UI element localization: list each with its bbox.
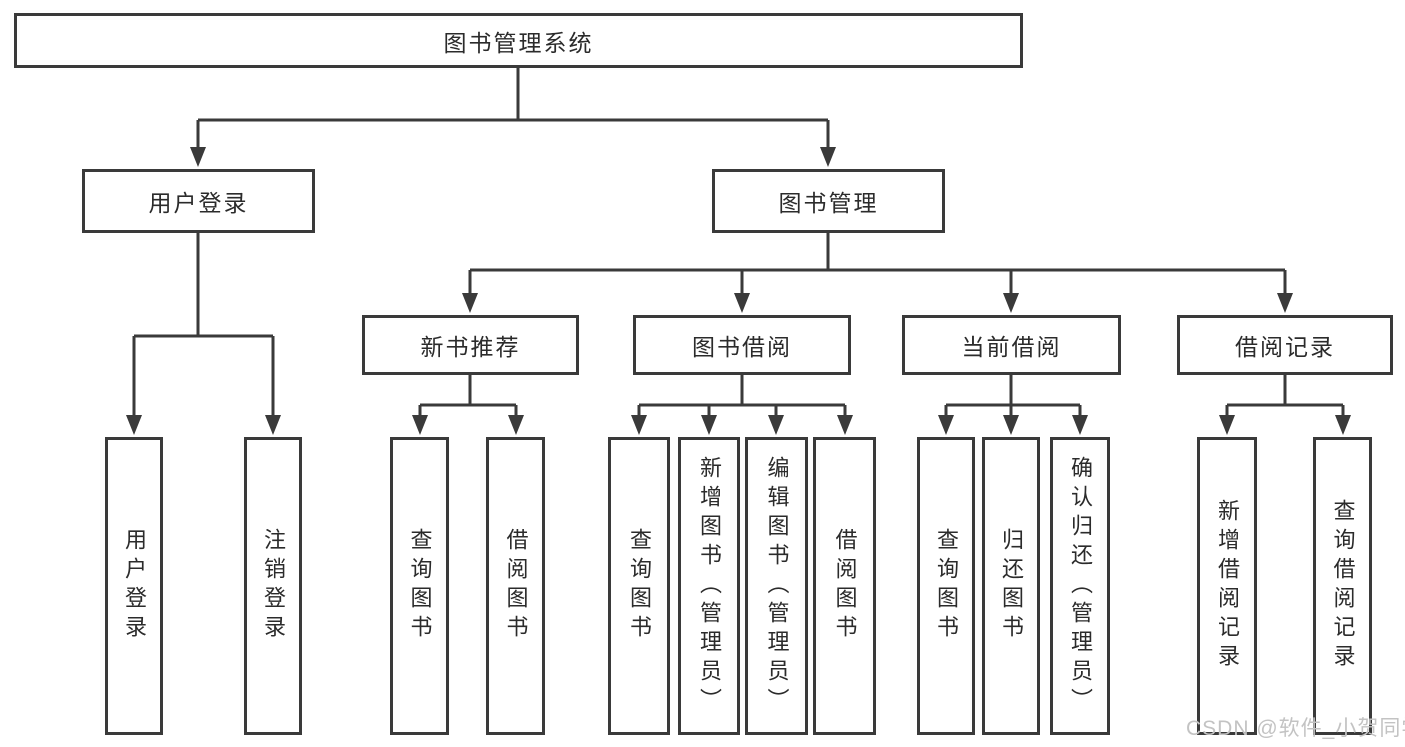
leaf-borrow-query-book: 查询图书 (608, 437, 670, 735)
node-label: 查询借阅记录 (1330, 499, 1356, 673)
node-label: 查询图书 (627, 528, 652, 644)
leaf-borrow-borrow-book: 借阅图书 (813, 437, 876, 735)
leaf-record-add: 新增借阅记录 (1197, 437, 1257, 735)
node-label: 图书管理系统 (443, 29, 594, 56)
arrowhead-icon (1277, 293, 1293, 313)
leaf-current-confirm-return-admin: 确认归还（管理员） (1050, 437, 1110, 735)
csdn-watermark: CSDN @软件_小贺同学 (1186, 717, 1405, 740)
leaf-record-query: 查询借阅记录 (1313, 437, 1372, 735)
arrowhead-icon (701, 415, 717, 435)
leaf-borrow-edit-book-admin: 编辑图书（管理员） (745, 437, 808, 735)
connector-new-books-to-leaves (412, 375, 524, 435)
node-label: 图书借阅 (692, 334, 792, 360)
node-label: 当前借阅 (961, 334, 1062, 360)
arrowhead-icon (462, 293, 478, 313)
node-label: 确认归还（管理员） (1068, 455, 1093, 717)
node-book-management: 图书管理 (712, 169, 945, 233)
connector-root-to-level2 (190, 68, 836, 167)
arrowhead-icon (126, 415, 142, 435)
arrowhead-icon (1335, 415, 1351, 435)
leaf-logout: 注销登录 (244, 437, 302, 735)
arrowhead-icon (768, 415, 784, 435)
node-label: 归还图书 (999, 528, 1024, 644)
arrowhead-icon (631, 415, 647, 435)
leaf-newbook-borrow: 借阅图书 (486, 437, 545, 735)
node-label: 注销登录 (261, 528, 286, 644)
connector-borrow-records-to-leaves (1219, 375, 1351, 435)
leaf-borrow-add-book-admin: 新增图书（管理员） (678, 437, 740, 735)
connector-user-login-to-leaves (126, 233, 281, 435)
leaf-newbook-query: 查询图书 (390, 437, 449, 735)
arrowhead-icon (734, 293, 750, 313)
arrowhead-icon (1072, 415, 1088, 435)
node-label: 用户登录 (122, 528, 147, 644)
node-borrow-record: 借阅记录 (1177, 315, 1393, 375)
arrowhead-icon (190, 147, 206, 167)
arrowhead-icon (938, 415, 954, 435)
node-label: 查询图书 (407, 528, 433, 644)
node-new-book-recommend: 新书推荐 (362, 315, 579, 375)
node-label: 新增借阅记录 (1215, 499, 1240, 673)
node-label: 借阅记录 (1235, 334, 1335, 360)
arrowhead-icon (412, 415, 428, 435)
connector-book-management-to-level3 (462, 233, 1293, 313)
node-label: 新增图书（管理员） (697, 455, 722, 717)
node-book-borrow: 图书借阅 (633, 315, 851, 375)
leaf-current-return-book: 归还图书 (982, 437, 1040, 735)
arrowhead-icon (1003, 293, 1019, 313)
node-label: 新书推荐 (420, 334, 521, 360)
node-label: 借阅图书 (503, 528, 529, 644)
node-label: 图书管理 (778, 190, 879, 216)
arrowhead-icon (265, 415, 281, 435)
node-label: 查询图书 (934, 528, 959, 644)
node-label: 编辑图书（管理员） (764, 455, 790, 717)
arrowhead-icon (1219, 415, 1235, 435)
node-label: 借阅图书 (832, 528, 858, 644)
arrowhead-icon (820, 147, 836, 167)
node-label: 用户登录 (148, 190, 249, 216)
arrowhead-icon (837, 415, 853, 435)
arrowhead-icon (1003, 415, 1019, 435)
arrowhead-icon (508, 415, 524, 435)
node-user-login: 用户登录 (82, 169, 315, 233)
connector-book-borrow-to-leaves (631, 375, 853, 435)
leaf-current-query-book: 查询图书 (917, 437, 975, 735)
node-current-borrow: 当前借阅 (902, 315, 1121, 375)
connector-current-borrow-to-leaves (938, 375, 1088, 435)
leaf-user-login: 用户登录 (105, 437, 163, 735)
node-library-system: 图书管理系统 (14, 13, 1023, 68)
